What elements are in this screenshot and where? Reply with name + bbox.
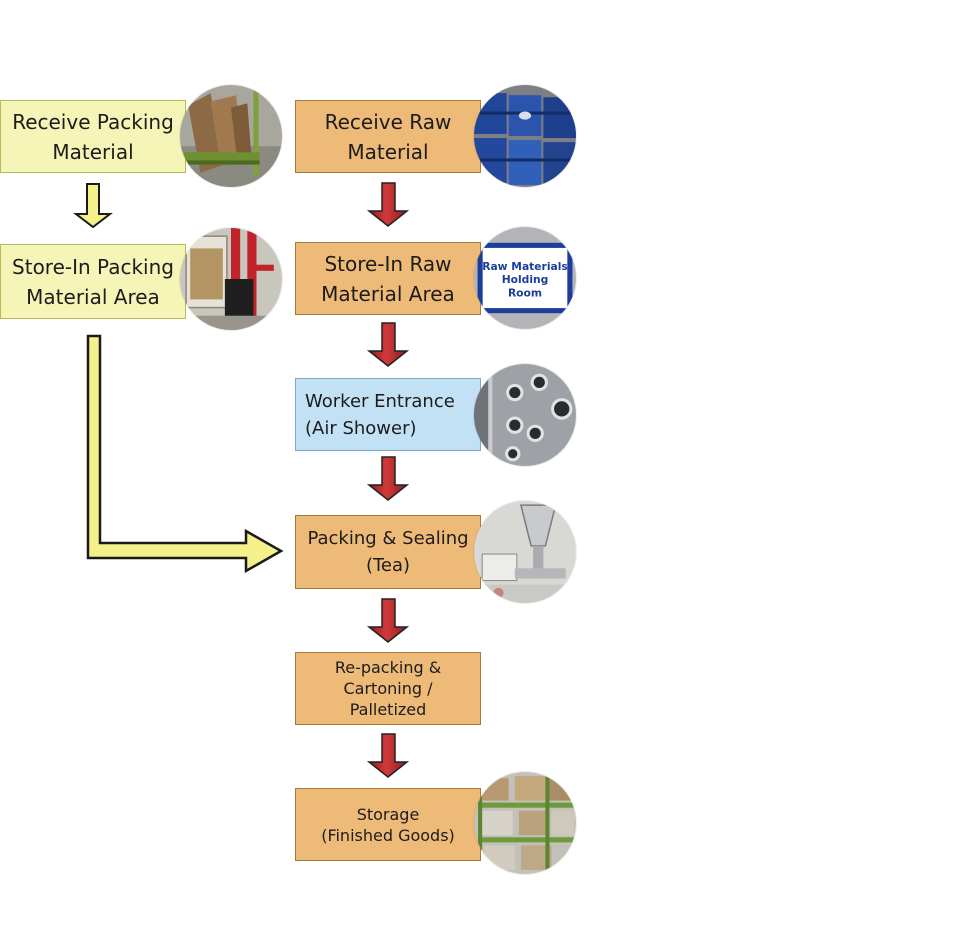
holding-room-sign-photo: Raw Materials Holding Room	[474, 227, 576, 329]
sign-line-3: Room	[508, 286, 542, 299]
tea-packing-machine-photo	[474, 501, 576, 603]
red-down-arrow	[366, 456, 410, 501]
red-down-arrow	[366, 182, 410, 227]
sign-line-2: Holding	[502, 273, 549, 286]
red-down-arrow	[366, 733, 410, 778]
red-down-arrow	[366, 598, 410, 643]
storage-finished-goods-box: Storage (Finished Goods)	[295, 788, 481, 861]
worker-entrance-box: Worker Entrance (Air Shower)	[295, 378, 481, 451]
store-in-raw-material-box: Store-In Raw Material Area	[295, 242, 481, 315]
store-in-packing-material-box: Store-In Packing Material Area	[0, 244, 186, 319]
packing-sealing-box: Packing & Sealing (Tea)	[295, 515, 481, 589]
warehouse-racking-photo	[474, 772, 576, 874]
yellow-down-arrow	[73, 183, 113, 229]
yellow-elbow-arrow	[86, 334, 284, 574]
repacking-cartoning-box: Re-packing & Cartoning / Palletized	[295, 652, 481, 725]
receive-packing-material-box: Receive Packing Material	[0, 100, 186, 173]
red-down-arrow	[366, 322, 410, 367]
blue-drums-photo	[474, 85, 576, 187]
sign-line-1: Raw Materials	[482, 260, 568, 273]
receive-raw-material-box: Receive Raw Material	[295, 100, 481, 173]
red-pallet-stacker-photo	[180, 228, 282, 330]
cardboard-cart-photo	[180, 85, 282, 187]
air-shower-nozzles-photo	[474, 364, 576, 466]
